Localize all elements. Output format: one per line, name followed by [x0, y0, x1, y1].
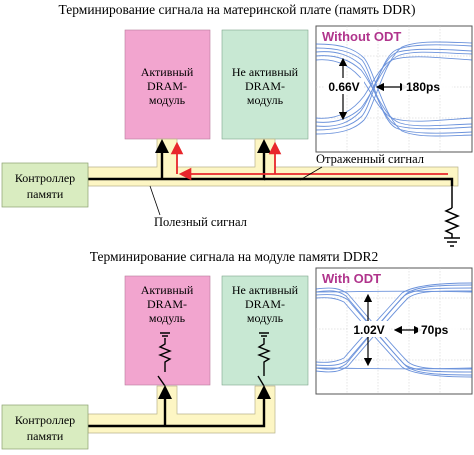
bottom-active-dram-label-3: модуль [149, 311, 186, 325]
bottom-eye-title: With ODT [322, 271, 381, 286]
bottom-section-title: Терминирование сигнала на модуле памяти … [90, 249, 379, 264]
bottom-controller-label-1: Контроллер [15, 413, 75, 427]
bottom-eye-time: 70ps [421, 323, 449, 337]
top-eye-time: 180ps [406, 80, 440, 94]
top-controller-label-2: памяти [27, 187, 64, 201]
bottom-active-dram-label-1: Активный [141, 283, 194, 297]
bottom-inactive-dram-label-2: DRAM- [245, 297, 285, 311]
top-active-dram-label-2: DRAM- [147, 79, 187, 93]
bottom-eye-diagram: With ODT 1.02V 70ps [315, 267, 473, 395]
top-inactive-dram-label-3: модуль [247, 93, 284, 107]
top-reflected-signal-pointer [299, 166, 323, 181]
top-section-title: Терминирование сигнала на материнской пл… [59, 2, 416, 17]
bottom-memory-controller: Контроллер памяти [1, 404, 89, 450]
bottom-signal-band [87, 385, 276, 434]
top-eye-title: Without ODT [322, 29, 401, 44]
top-termination-resistor [444, 186, 460, 247]
top-eye-diagram: Without ODT 0.66V 180ps [315, 25, 473, 153]
bottom-inactive-dram-module: Не активный DRAM- модуль [221, 275, 309, 387]
top-reflected-signal-path [170, 141, 448, 181]
bottom-inactive-dram-label-1: Не активный [232, 283, 299, 297]
top-useful-signal-label: Полезный сигнал [154, 215, 247, 229]
top-active-dram-module: Активный DRAM- модуль [124, 29, 211, 140]
bottom-controller-label-2: памяти [27, 429, 64, 443]
bottom-inactive-odt-resistor [257, 332, 271, 387]
top-eye-traces [315, 41, 473, 137]
top-reflected-signal-label: Отраженный сигнал [316, 152, 424, 166]
top-inactive-dram-module: Не активный DRAM- модуль [221, 29, 309, 140]
top-active-dram-label-1: Активный [141, 65, 194, 79]
top-useful-signal-pointer [149, 185, 161, 216]
top-controller-label-1: Контроллер [15, 171, 75, 185]
bottom-inactive-dram-label-3: модуль [247, 311, 284, 325]
top-inactive-dram-label-2: DRAM- [245, 79, 285, 93]
bottom-eye-voltage: 1.02V [353, 323, 384, 337]
top-inactive-dram-label-1: Не активный [232, 65, 299, 79]
top-active-dram-label-3: модуль [149, 93, 186, 107]
bottom-active-dram-module: Активный DRAM- модуль [124, 275, 211, 392]
top-eye-voltage: 0.66V [328, 80, 359, 94]
top-memory-controller: Контроллер памяти [1, 162, 89, 208]
bottom-active-dram-label-2: DRAM- [147, 297, 187, 311]
